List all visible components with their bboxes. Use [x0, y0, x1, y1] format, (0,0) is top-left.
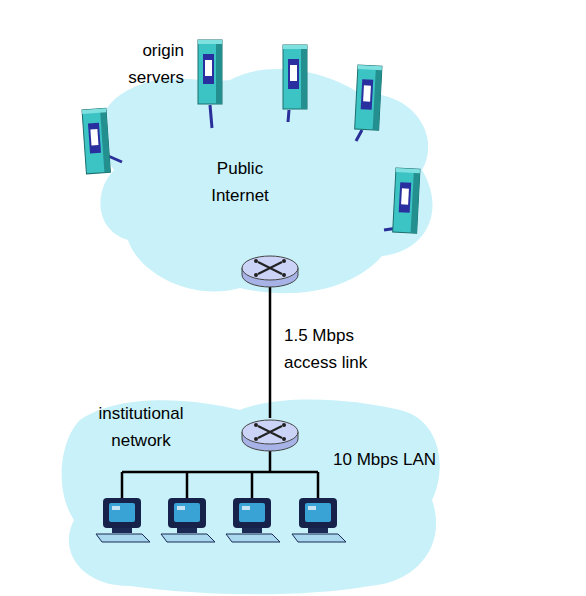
router-arrow-tip — [254, 423, 258, 427]
server-link — [356, 130, 362, 141]
pc-monitor — [168, 498, 206, 528]
server-top — [82, 108, 106, 114]
router-body — [242, 432, 298, 451]
pc-glare — [177, 506, 185, 510]
router-top — [242, 420, 298, 444]
server-drive — [290, 65, 297, 81]
cloud-outline — [95, 60, 440, 285]
pc-base — [177, 526, 197, 533]
router-body — [242, 268, 298, 287]
cloud-shape — [100, 69, 433, 293]
server-link — [210, 105, 212, 128]
pc-icon — [161, 498, 215, 542]
server-bay — [88, 123, 101, 154]
lan-drop — [317, 472, 320, 500]
lan-bus — [122, 440, 318, 472]
server-bay — [203, 54, 214, 84]
router-top — [242, 256, 298, 280]
server-side — [301, 45, 307, 109]
server-bay — [399, 182, 412, 213]
server-top — [198, 40, 222, 44]
lan-drop — [251, 472, 254, 500]
pc-glare — [112, 506, 120, 510]
server-link — [288, 110, 289, 122]
router-arrow-tip — [254, 437, 258, 441]
server-body — [283, 45, 307, 109]
server-icon — [198, 40, 222, 104]
pc-screen — [174, 503, 200, 522]
lan-drop — [121, 472, 124, 500]
pc-monitor — [299, 498, 337, 528]
server-link — [106, 155, 122, 162]
server-body — [198, 40, 222, 104]
server-drive — [90, 129, 98, 145]
server-side — [411, 169, 420, 233]
server-body — [393, 168, 420, 233]
server-icon — [355, 65, 382, 130]
pc-monitor — [233, 498, 271, 528]
router-arrow-tip — [254, 259, 258, 263]
pc-icon — [96, 498, 150, 542]
pc-keyboard — [226, 534, 280, 542]
internet-cloud: Public Internet — [95, 60, 440, 285]
pc-keyboard — [96, 534, 150, 542]
pc-keyboard — [292, 534, 346, 542]
server-side — [100, 108, 110, 172]
pc-screen — [239, 503, 265, 522]
server-top — [358, 65, 382, 70]
router-arrow-tip — [254, 273, 258, 277]
server-top — [396, 168, 420, 173]
router-arrows — [258, 426, 282, 438]
server-bay — [288, 59, 299, 89]
pc-base — [308, 526, 328, 533]
router-arrow-tip — [282, 259, 286, 263]
server-icon — [82, 108, 110, 174]
lan-label: 10 Mbps LAN — [333, 446, 438, 473]
pc-screen — [305, 503, 331, 522]
link-label: 1.5 Mbps access link — [284, 322, 389, 376]
pc-icon — [292, 498, 346, 542]
link-layer — [270, 285, 271, 418]
server-body — [82, 108, 110, 174]
pc-base — [242, 526, 262, 533]
server-link — [384, 228, 398, 230]
cloud-label: Public Internet — [200, 155, 280, 209]
server-side — [216, 40, 222, 104]
pc-base — [112, 526, 132, 533]
pc-keyboard — [161, 534, 215, 542]
pc-icon — [226, 498, 280, 542]
server-drive — [205, 60, 212, 76]
access-link — [269, 285, 272, 418]
router-arrow-tip — [282, 437, 286, 441]
artwork-layer — [82, 40, 420, 542]
server-drive — [363, 85, 371, 101]
server-side — [373, 66, 382, 130]
server-icon — [393, 168, 420, 233]
cloud-label: institutional network — [82, 400, 200, 454]
institution-cloud: institutional network10 Mbps LAN — [65, 418, 440, 583]
cloud-shape — [62, 399, 440, 594]
pc-monitor — [103, 498, 141, 528]
server-drive — [401, 188, 409, 204]
server-bay — [361, 79, 374, 110]
server-icon — [283, 45, 307, 109]
router-arrow-tip — [282, 423, 286, 427]
server-top — [283, 45, 307, 49]
pc-glare — [308, 506, 316, 510]
router-arrows — [258, 262, 282, 274]
server-body — [355, 65, 382, 130]
router-arrow-tip — [282, 273, 286, 277]
servers-label: origin servers — [100, 37, 184, 91]
pc-glare — [242, 506, 250, 510]
lan-drop — [186, 472, 189, 500]
router-icon — [242, 256, 298, 287]
pc-screen — [109, 503, 135, 522]
router-icon — [242, 420, 298, 451]
